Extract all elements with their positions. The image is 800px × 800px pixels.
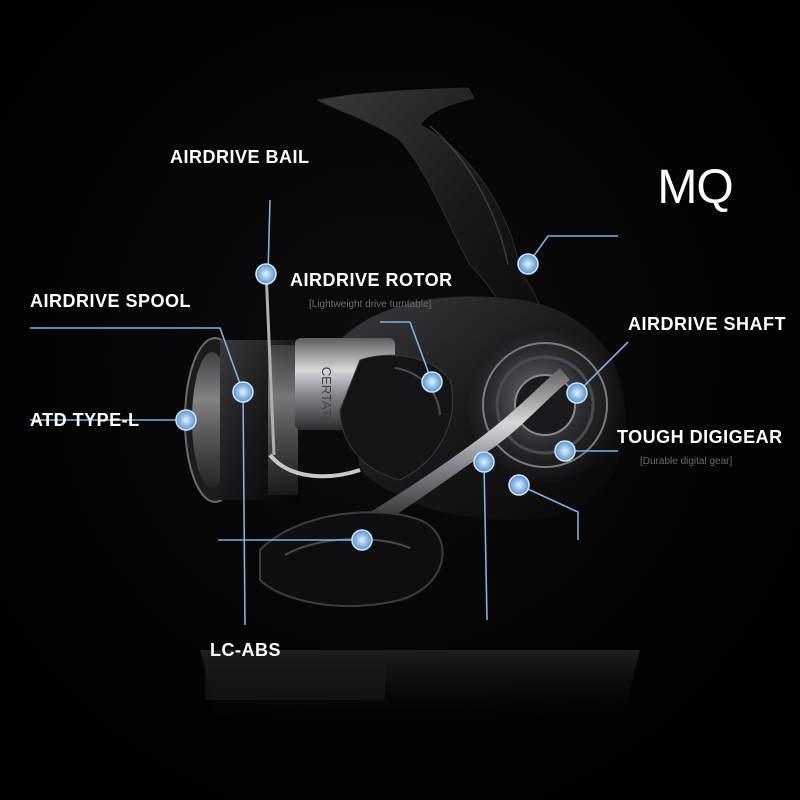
reel-handle bbox=[259, 368, 570, 608]
callout-line-shaft bbox=[576, 341, 629, 394]
marker-stand bbox=[517, 253, 539, 275]
callout-line-gear2 bbox=[518, 484, 579, 540]
label-airdrive-spool: AIRDRIVE SPOOL bbox=[30, 291, 192, 311]
label-airdrive-bail: AIRDRIVE BAIL bbox=[170, 147, 310, 167]
reel-bail bbox=[264, 269, 361, 479]
label-airdrive-rotor-sub: [Lightweight drive turntable] bbox=[309, 299, 432, 310]
svg-text:MQ: MQ bbox=[657, 161, 732, 214]
marker-knob bbox=[351, 529, 373, 551]
reel-spool: CERTATE bbox=[184, 337, 395, 503]
label-tough-digigear-sub: [Durable digital gear] bbox=[640, 456, 733, 467]
callout-markers bbox=[175, 253, 588, 551]
callout-line-lcabs bbox=[242, 391, 246, 626]
marker-bail bbox=[255, 263, 277, 285]
callout-line-bail bbox=[267, 199, 271, 275]
reel-reflection bbox=[200, 650, 640, 730]
callout-line-spool bbox=[30, 327, 244, 393]
label-tough-digigear: TOUGH DIGIGEAR bbox=[617, 427, 783, 447]
marker-gear2 bbox=[508, 474, 530, 496]
callout-line-stand bbox=[527, 235, 618, 265]
spool-engraving: CERTATE bbox=[319, 367, 334, 426]
marker-rotor bbox=[421, 371, 443, 393]
label-lc-abs: LC-ABS bbox=[210, 640, 281, 660]
label-airdrive-rotor: AIRDRIVE ROTOR bbox=[290, 270, 453, 290]
callout-line-handle bbox=[483, 461, 488, 621]
marker-spool bbox=[232, 381, 254, 403]
brand-logo: MQ bbox=[657, 161, 733, 214]
callout-line-rotor bbox=[380, 321, 433, 383]
marker-handle bbox=[473, 451, 495, 473]
label-atd-type-l: ATD TYPE-L bbox=[30, 410, 140, 430]
marker-shaft bbox=[566, 382, 588, 404]
marker-digigear bbox=[554, 440, 576, 462]
callout-lines bbox=[30, 199, 629, 626]
marker-atd bbox=[175, 409, 197, 431]
label-airdrive-shaft: AIRDRIVE SHAFT bbox=[628, 314, 787, 334]
